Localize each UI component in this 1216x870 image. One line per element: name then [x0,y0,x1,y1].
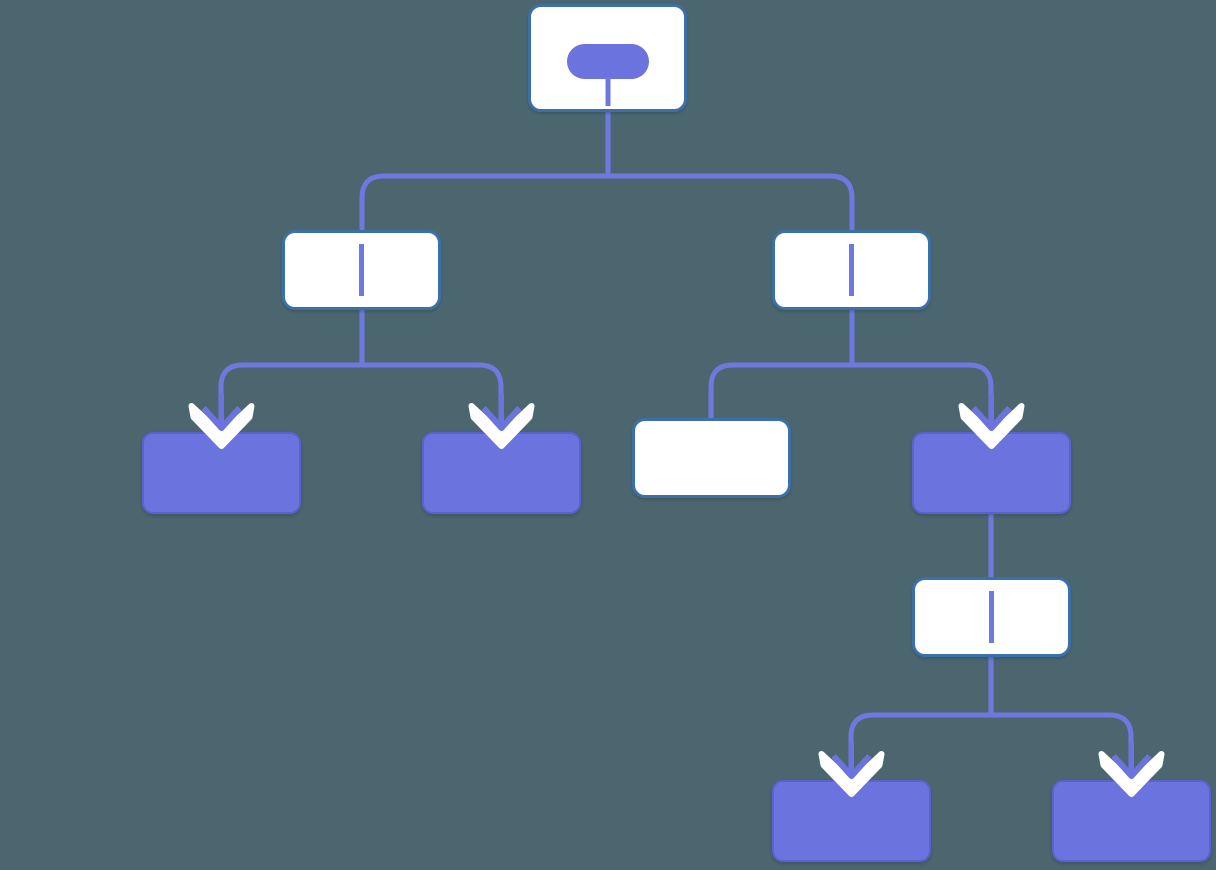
branch-node-left[interactable] [282,230,441,310]
edge-split-left-subtree-right-arm [361,362,504,432]
arrow-head [831,753,872,779]
arrow-head [1111,753,1152,779]
branch-node-right-child[interactable] [912,432,1071,514]
edge-split-bottom-right-arm [991,712,1134,780]
arrow-head [971,405,1012,431]
leaf-node-1[interactable] [142,432,301,514]
empty-node[interactable] [632,418,791,498]
node-pill-badge [567,44,649,79]
leaf-node-4[interactable] [1052,780,1211,862]
edge-split-level-1-right-arm [607,173,855,230]
edge-split-level-1-left-arm [359,173,607,230]
edge-split-left-subtree-left-arm [218,362,361,432]
arrow-head [201,405,242,431]
root-node[interactable] [528,4,687,112]
leaf-node-3[interactable] [772,780,931,862]
branch-node-deep[interactable] [912,577,1071,657]
leaf-node-2[interactable] [422,432,581,514]
edge-split-right-subtree-right-arm [851,362,994,432]
arrow-head [481,405,522,431]
branch-node-right[interactable] [772,230,931,310]
edge-split-bottom-left-arm [848,712,991,780]
